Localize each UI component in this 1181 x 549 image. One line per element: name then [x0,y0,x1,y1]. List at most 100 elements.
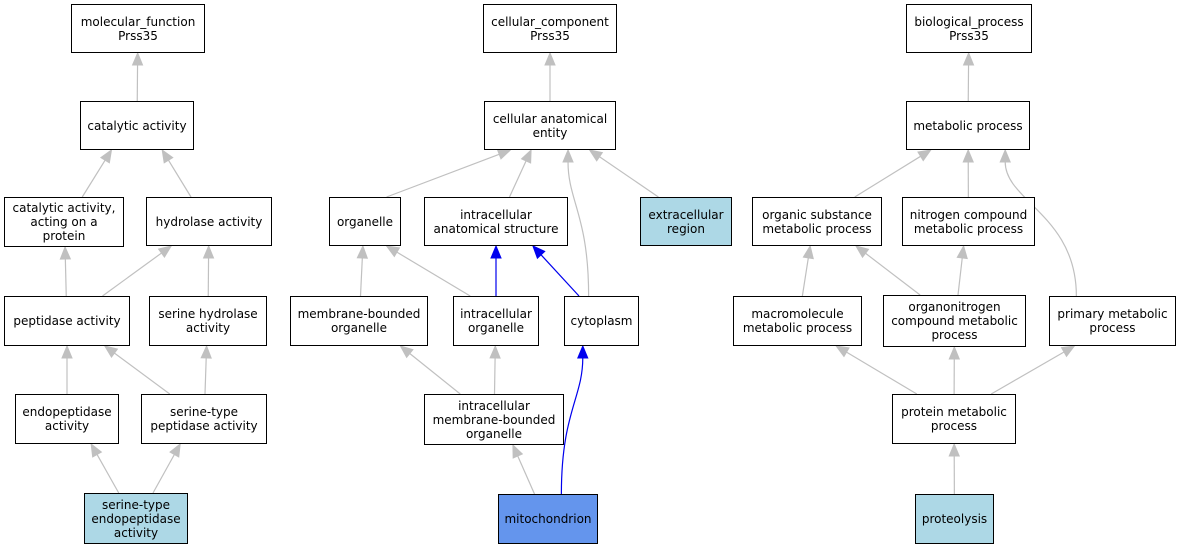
node-intracellular-anatomical-structure[interactable]: intracellular anatomical structure [424,197,568,246]
arrowhead [999,148,1011,163]
node-primary-metabolic-process[interactable]: primary metabolic process [1049,296,1176,346]
edge-line [1004,161,1077,297]
arrowhead [544,51,556,66]
edge-organonitrogen-to-nitrogen [956,244,968,296]
node-intracellular-membrane-bounded-organelle[interactable]: intracellular membrane-bounded organelle [424,394,564,445]
edge-line [359,257,363,297]
arrowhead [356,244,369,259]
node-serine-type-endopeptidase-activity[interactable]: serine-type endopeptidase activity [84,493,188,544]
edge-peptidase-to-hydrolase [102,245,173,297]
edge-intra_mem_org-to-intra_org [489,344,501,395]
arrowhead [399,345,414,359]
arrowhead [956,244,968,260]
node-cc-root[interactable]: cellular_component Prss35 [483,4,617,53]
edge-line [517,455,536,495]
edge-line [854,155,921,198]
edge-organelle-to-cell_anat [386,149,512,198]
edge-serine_endopeptidase-to-endopeptidase [90,442,120,494]
arrowhead [948,442,960,457]
edge-line [508,160,527,198]
arrowhead [200,344,212,359]
arrowhead [917,149,932,162]
edge-metabolic-to-bp_root [962,51,975,102]
node-macromolecule-metabolic-process[interactable]: macromolecule metabolic process [733,296,862,346]
arrowhead [103,345,119,359]
edge-line [865,252,921,296]
edge-line [114,352,171,395]
edge-extracellular-to-cell_anat [588,149,659,198]
arrowhead [835,345,850,358]
arrowhead [61,344,73,359]
arrowhead [562,148,574,163]
node-catalytic-activity[interactable]: catalytic activity [80,101,194,150]
node-peptidase-activity[interactable]: peptidase activity [4,296,130,346]
edge-cytoplasm-to-cell_anat [562,148,590,297]
arrowhead [1060,345,1076,358]
edge-line [957,257,963,296]
node-bp-root[interactable]: biological_process Prss35 [906,4,1032,53]
edge-organonitrogen-to-organic [854,245,921,296]
node-intracellular-organelle[interactable]: intracellular organelle [453,296,539,346]
arrowhead [588,149,604,162]
arrowhead [99,148,113,164]
node-organelle[interactable]: organelle [329,197,401,246]
edge-protein_met-to-organonitrogen [948,345,961,395]
edge-line [96,454,120,494]
edge-protein_met-to-macromolecule [835,345,918,395]
edge-line [204,357,207,395]
edge-line [846,351,918,395]
edge-line [599,156,659,198]
node-cytoplasm[interactable]: cytoplasm [564,296,639,346]
node-serine-hydrolase-activity[interactable]: serine hydrolase activity [149,296,267,346]
arrowhead [512,443,524,459]
edge-membrane_org-to-organelle [356,244,369,297]
edge-line [152,454,175,494]
arrowhead [962,148,974,163]
edge-line [567,161,590,297]
arrowhead [520,148,532,164]
edge-cell_anat-to-cc_root [544,51,556,101]
node-organonitrogen-compound-metabolic-process[interactable]: organonitrogen compound metabolic proces… [883,295,1026,347]
arrowhead [962,51,975,66]
node-metabolic-process[interactable]: metabolic process [906,101,1030,150]
node-serine-type-peptidase-activity[interactable]: serine-type peptidase activity [141,394,267,444]
arrowhead [157,245,173,259]
node-endopeptidase-activity[interactable]: endopeptidase activity [15,394,119,444]
node-mitochondrion[interactable]: mitochondrion [498,494,598,544]
edge-line [396,251,471,297]
edge-mitochondrion-to-intra_mem_org [512,443,536,495]
node-membrane-bounded-organelle[interactable]: membrane-bounded organelle [290,296,428,346]
node-cellular-anatomical-entity[interactable]: cellular anatomical entity [484,101,616,150]
edge-serine_endopeptidase-to-serine_peptidase [152,442,181,494]
node-hydrolase-activity[interactable]: hydrolase activity [146,197,272,246]
edge-primary-to-metabolic [999,148,1077,297]
edge-line [560,357,584,495]
edge-line [64,258,67,297]
node-organic-substance-metabolic-process[interactable]: organic substance metabolic process [752,197,882,246]
edge-serine_peptidase-to-peptidase [103,345,171,395]
node-catalytic-activity-on-protein[interactable]: catalytic activity, acting on a protein [4,197,124,247]
node-extracellular-region[interactable]: extracellular region [640,197,732,246]
node-nitrogen-compound-metabolic-process[interactable]: nitrogen compound metabolic process [902,197,1035,246]
edge-line [102,252,162,297]
edge-macromolecule-to-organic [801,244,814,297]
arrowhead [854,245,870,259]
edge-cat_protein-to-catalytic [81,148,113,198]
edge-line [540,254,580,297]
edge-proteolysis-to-protein_met [948,442,960,495]
arrowhead [169,442,181,458]
arrowhead [802,244,814,260]
arrowhead [90,442,103,458]
edge-protein_met-to-primary [990,345,1076,395]
edge-mitochondrion-to-cytoplasm [560,344,589,495]
node-mf-root[interactable]: molecular_function Prss35 [71,4,205,53]
edge-catalytic-to-mf_root [131,51,144,102]
node-protein-metabolic-process[interactable]: protein metabolic process [892,394,1016,444]
edge-serine_peptidase-to-serine_hydrolase [200,344,212,395]
node-proteolysis[interactable]: proteolysis [915,494,994,544]
edge-line [801,257,809,297]
arrowhead [202,244,215,259]
arrowhead [532,245,546,260]
edge-intra_mem_org-to-membrane_org [399,345,461,395]
